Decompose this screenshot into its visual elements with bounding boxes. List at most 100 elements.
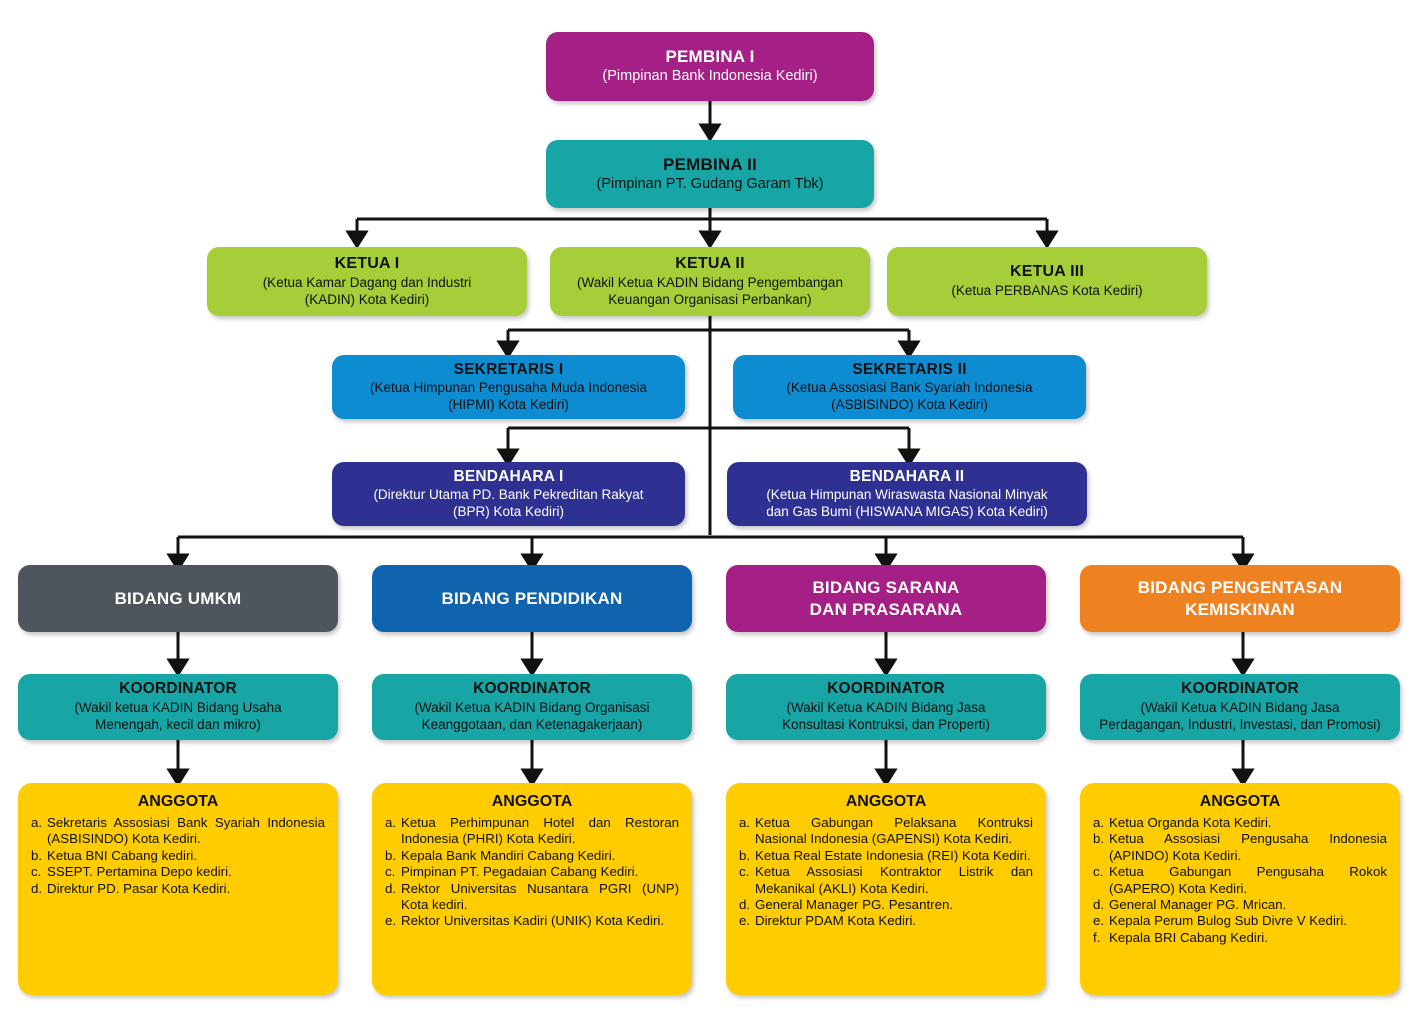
anggota-item-marker: d.: [739, 897, 751, 913]
node-ketua-2[interactable]: KETUA II (Wakil Ketua KADIN Bidang Penge…: [550, 247, 870, 316]
anggota-item-text: Sekretaris Assosiasi Bank Syariah Indone…: [47, 815, 325, 847]
node-title: BENDAHARA II: [849, 467, 965, 485]
node-title: KOORDINATOR: [473, 680, 591, 698]
anggota-header: ANGGOTA: [137, 793, 219, 810]
anggota-header: ANGGOTA: [491, 793, 573, 810]
node-subtitle-line2: Konsultasi Kontruksi, dan Properti): [782, 717, 990, 733]
anggota-item: a. Sekretaris Assosiasi Bank Syariah Indo…: [31, 815, 325, 848]
node-koordinator-umkm[interactable]: KOORDINATOR (Wakil ketua KADIN Bidang Us…: [18, 674, 338, 740]
node-pembina-2[interactable]: PEMBINA II (Pimpinan PT. Gudang Garam Tb…: [546, 140, 874, 208]
anggota-item-text: Kepala BRI Cabang Kediri.: [1109, 929, 1268, 945]
node-subtitle-line1: (Ketua Himpunan Pengusaha Muda Indonesia: [370, 379, 647, 395]
node-koordinator-sarana-prasarana[interactable]: KOORDINATOR (Wakil Ketua KADIN Bidang Ja…: [726, 674, 1046, 740]
anggota-item-marker: b.: [1093, 831, 1105, 847]
node-subtitle-line1: (Direktur Utama PD. Bank Pekreditan Raky…: [373, 486, 644, 502]
anggota-item-text: Ketua Gabungan Pelaksana Kontruksi Nasio…: [755, 815, 1033, 847]
node-subtitle-line1: (Wakil Ketua KADIN Bidang Organisasi: [414, 699, 650, 715]
anggota-item-marker: a.: [1093, 815, 1105, 830]
anggota-box-pendidikan[interactable]: ANGGOTA a.Ketua Perhimpunan Hotel dan Re…: [372, 783, 692, 995]
node-bidang-sarana-prasarana[interactable]: BIDANG SARANA DAN PRASARANA: [726, 565, 1046, 632]
node-subtitle-line2: (KADIN) Kota Kediri): [304, 291, 430, 307]
anggota-item: e.Rektor Universitas Kadiri (UNIK) Kota …: [385, 913, 679, 929]
anggota-item: b.Ketua BNI Cabang kediri.: [31, 848, 325, 864]
anggota-item: d.General Manager PG. Pesantren.: [739, 897, 1033, 913]
anggota-item-marker: f.: [1093, 929, 1101, 945]
node-pembina-1[interactable]: PEMBINA I (Pimpinan Bank Indonesia Kedir…: [546, 32, 874, 101]
node-koordinator-pengentasan-kemiskinan[interactable]: KOORDINATOR (Wakil Ketua KADIN Bidang Ja…: [1080, 674, 1400, 740]
anggota-box-umkm[interactable]: ANGGOTA a. Sekretaris Assosiasi Bank Syar…: [18, 783, 338, 995]
node-title: BENDAHARA I: [453, 467, 564, 485]
node-subtitle: (Pimpinan PT. Gudang Garam Tbk): [596, 175, 824, 192]
anggota-item-marker: a.: [385, 815, 397, 830]
anggota-box-sarana-prasarana[interactable]: ANGGOTA a. Ketua Gabungan Pelaksana Kontr…: [726, 783, 1046, 995]
anggota-item-text: Ketua Real Estate Indonesia (REI) Kota K…: [755, 847, 1031, 863]
anggota-item-marker: a.: [31, 815, 43, 830]
node-subtitle-line2: (BPR) Kota Kediri): [452, 504, 565, 520]
anggota-item: d.Direktur PD. Pasar Kota Kediri.: [31, 881, 325, 897]
anggota-item: c. Ketua Assosiasi Kontraktor Listrik dan…: [739, 864, 1033, 897]
node-title: PEMBINA I: [665, 47, 755, 67]
anggota-item-marker: e.: [1093, 913, 1105, 929]
anggota-header: ANGGOTA: [1199, 793, 1281, 810]
node-subtitle-line2: (ASBISINDO) Kota Kediri): [831, 397, 988, 413]
node-title-line1: BIDANG PENDIDIKAN: [441, 588, 623, 608]
node-subtitle-line2: (HIPMI) Kota Kediri): [448, 397, 569, 413]
anggota-header: ANGGOTA: [845, 793, 927, 810]
anggota-item: b.Kepala Bank Mandiri Cabang Kediri.: [385, 848, 679, 864]
anggota-item-text: Ketua Gabungan Pengusaha Rokok (GAPERO) …: [1109, 864, 1387, 896]
anggota-item-text: Kepala Perum Bulog Sub Divre V Kediri.: [1109, 913, 1347, 929]
anggota-item-marker: c.: [385, 864, 396, 880]
anggota-item-text: Pimpinan PT. Pegadaian Cabang Kediri.: [401, 864, 639, 880]
anggota-box-pengentasan-kemiskinan[interactable]: ANGGOTA a.Ketua Organda Kota Kediri.b.Ke…: [1080, 783, 1400, 995]
node-bendahara-1[interactable]: BENDAHARA I (Direktur Utama PD. Bank Pek…: [332, 462, 685, 526]
node-title: SEKRETARIS II: [852, 360, 967, 378]
anggota-item: a.Ketua Organda Kota Kediri.: [1093, 815, 1387, 831]
node-subtitle-line1: (Wakil ketua KADIN Bidang Usaha: [74, 699, 282, 715]
node-ketua-3[interactable]: KETUA III (Ketua PERBANAS Kota Kediri): [887, 247, 1207, 316]
node-subtitle-line1: (Ketua Himpunan Wiraswasta Nasional Miny…: [766, 486, 1048, 502]
anggota-item: c.Ketua Gabungan Pengusaha Rokok (GAPERO…: [1093, 864, 1387, 897]
node-sekretaris-2[interactable]: SEKRETARIS II (Ketua Assosiasi Bank Syar…: [733, 355, 1086, 419]
anggota-item-marker: a.: [739, 815, 751, 830]
node-subtitle-line2: dan Gas Bumi (HISWANA MIGAS) Kota Kediri…: [766, 504, 1048, 520]
anggota-item: d.Rektor Universitas Nusantara PGRI (UNP…: [385, 881, 679, 914]
anggota-item-marker: b.: [31, 847, 43, 863]
anggota-item-text: Ketua Assosiasi Pengusaha Indonesia (API…: [1109, 831, 1387, 863]
node-subtitle-line2: Perdagangan, Industri, Investasi, dan Pr…: [1099, 717, 1381, 733]
anggota-item: a.Ketua Perhimpunan Hotel dan Restoran I…: [385, 815, 679, 848]
node-title: KOORDINATOR: [1181, 680, 1299, 698]
node-title-line1: BIDANG PENGENTASAN: [1137, 578, 1343, 598]
node-subtitle-line1: (Wakil Ketua KADIN Bidang Jasa: [786, 699, 986, 715]
node-title: KOORDINATOR: [119, 680, 237, 698]
anggota-item-text: Kepala Bank Mandiri Cabang Kediri.: [401, 847, 616, 863]
node-bidang-pendidikan[interactable]: BIDANG PENDIDIKAN: [372, 565, 692, 632]
anggota-item-text: Rektor Universitas Nusantara PGRI (UNP) …: [401, 880, 679, 913]
node-title-line1: BIDANG UMKM: [114, 588, 242, 608]
anggota-item: b.Ketua Assosiasi Pengusaha Indonesia (A…: [1093, 831, 1387, 864]
anggota-item: b.Ketua Real Estate Indonesia (REI) Kota…: [739, 848, 1033, 864]
node-subtitle: (Ketua PERBANAS Kota Kediri): [951, 283, 1143, 299]
node-title: KETUA II: [675, 254, 745, 272]
node-subtitle-line1: (Wakil Ketua KADIN Bidang Jasa: [1140, 699, 1340, 715]
node-title: KETUA I: [334, 254, 400, 272]
node-bidang-pengentasan-kemiskinan[interactable]: BIDANG PENGENTASAN KEMISKINAN: [1080, 565, 1400, 632]
node-koordinator-pendidikan[interactable]: KOORDINATOR (Wakil Ketua KADIN Bidang Or…: [372, 674, 692, 740]
node-ketua-1[interactable]: KETUA I (Ketua Kamar Dagang dan Industri…: [207, 247, 527, 316]
anggota-item-marker: c.: [739, 864, 750, 880]
anggota-item: d.General Manager PG. Mrican.: [1093, 897, 1387, 913]
anggota-item-marker: d.: [385, 880, 397, 896]
node-title: KOORDINATOR: [827, 680, 945, 698]
node-bendahara-2[interactable]: BENDAHARA II (Ketua Himpunan Wiraswasta …: [727, 462, 1087, 526]
anggota-item-text: Ketua BNI Cabang kediri.: [47, 847, 198, 863]
anggota-item-text: Direktur PD. Pasar Kota Kediri.: [47, 880, 231, 896]
node-sekretaris-1[interactable]: SEKRETARIS I (Ketua Himpunan Pengusaha M…: [332, 355, 685, 419]
node-bidang-umkm[interactable]: BIDANG UMKM: [18, 565, 338, 632]
anggota-item-text: Ketua Assosiasi Kontraktor Listrik dan M…: [755, 864, 1033, 896]
anggota-item-text: General Manager PG. Mrican.: [1109, 897, 1287, 913]
anggota-item-text: Direktur PDAM Kota Kediri.: [755, 913, 917, 929]
anggota-list: a. Sekretaris Assosiasi Bank Syariah Indo…: [31, 815, 325, 897]
anggota-item-marker: d.: [31, 880, 43, 896]
node-title: KETUA III: [1009, 263, 1085, 281]
anggota-item: c. Pimpinan PT. Pegadaian Cabang Kediri.: [385, 864, 679, 880]
